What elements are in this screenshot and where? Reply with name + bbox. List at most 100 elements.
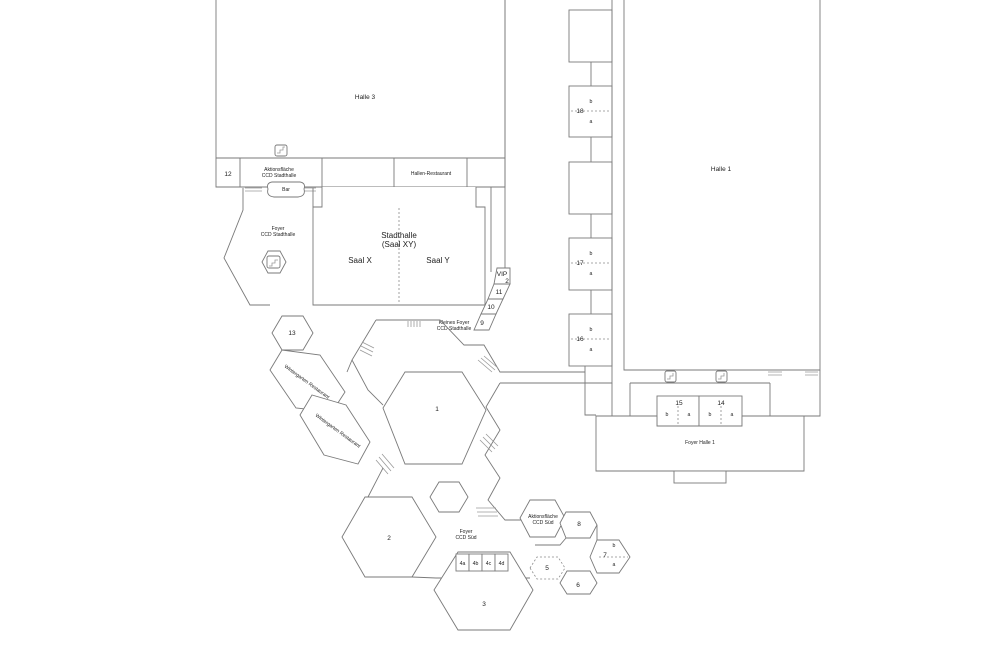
kleines-foyer-sublabel: CCD Stadthalle	[437, 326, 472, 332]
hallen-restaurant[interactable]: Hallen-Restaurant	[411, 171, 452, 177]
bar-label: Bar	[282, 187, 290, 193]
room-9-label: 9	[480, 320, 484, 327]
room-4d[interactable]: 4d	[494, 553, 509, 572]
foyer-ccd-sued[interactable]: Foyer CCD Süd	[455, 529, 476, 541]
room-15-b-label: b	[666, 412, 669, 418]
room-19-a-label: a	[590, 44, 593, 50]
room-4b[interactable]: 4b	[468, 553, 483, 572]
foyer-halle-1-label: Foyer Halle 1	[685, 440, 715, 446]
room-13[interactable]: 13	[271, 315, 314, 351]
bar[interactable]: Bar	[267, 181, 305, 198]
room-15-label: 15	[675, 400, 683, 407]
room-17-b-label: b	[590, 251, 593, 257]
room-15[interactable]: 15 b a	[656, 395, 700, 427]
room-4a[interactable]: 4a	[455, 553, 470, 572]
foyer-halle-1[interactable]: Foyer Halle 1	[595, 415, 805, 472]
room-8[interactable]: 8	[559, 511, 598, 539]
room-14-label: 14	[717, 400, 725, 407]
room-4a-label: 4a	[460, 561, 466, 567]
room-18[interactable]: b 18 a	[568, 85, 613, 138]
room-18-a-label: a	[590, 119, 593, 125]
room-1-label: 1	[435, 406, 439, 413]
room-6-label: 6	[576, 582, 580, 589]
room-11-label: 11	[496, 289, 503, 296]
halle-3-label: Halle 3	[355, 94, 376, 101]
foyer-halle-1-entrance[interactable]	[673, 470, 727, 484]
room-13-label: 13	[288, 330, 296, 337]
room-8-label: 8	[577, 521, 581, 528]
saal-xy-label: (Saal XY)	[382, 240, 417, 249]
room-18-b-label: b	[590, 99, 593, 105]
room-10-label: 10	[487, 304, 495, 311]
vip-label: VIP	[497, 271, 507, 278]
room-17-label: 17	[576, 260, 584, 267]
escalator-icon	[261, 250, 287, 274]
room-19[interactable]: b 19 a	[568, 9, 613, 63]
vip-room[interactable]: VIP 2	[493, 267, 511, 285]
vip-2-label: 2	[505, 278, 509, 285]
foyer-sued-sublabel: CCD Süd	[455, 535, 476, 541]
column-hex	[429, 481, 469, 513]
room-16-a-label: a	[590, 347, 593, 353]
room-2[interactable]: 2	[341, 496, 437, 578]
room-16[interactable]: b 16 a	[568, 313, 613, 367]
room-6[interactable]: 6	[559, 570, 598, 595]
aktionsflaeche-sued-label: Aktionsfläche	[528, 514, 558, 520]
room-2-label: 2	[387, 535, 391, 542]
room-4c-label: 4c	[486, 561, 492, 567]
aktionsflaeche-stadthalle-sublabel: CCD Stadthalle	[262, 173, 297, 179]
room-5[interactable]: 5	[529, 556, 566, 580]
room-4d-label: 4d	[499, 561, 505, 567]
room-11[interactable]: 11	[487, 283, 511, 300]
wintergarten-restaurant-2[interactable]: Wintergarten Restaurant	[299, 394, 371, 465]
foyer-ccd-stadthalle[interactable]: Foyer CCD Stadthalle	[223, 188, 314, 306]
saal-x-label: Saal X	[348, 256, 372, 265]
room-16-b-label: b	[590, 327, 593, 333]
room-12-label: 12	[224, 171, 232, 178]
room-5-label: 5	[545, 565, 549, 572]
room-4c[interactable]: 4c	[481, 553, 496, 572]
wintergarten-restaurant-1[interactable]: Wintergarten Restaurant	[269, 349, 346, 413]
room-14-a-label: a	[731, 412, 734, 418]
stairs-icon	[715, 370, 728, 383]
kleines-foyer-label: Kleines Foyer	[439, 320, 470, 326]
corridor-room[interactable]	[568, 161, 613, 215]
halle-1[interactable]: Halle 1	[623, 0, 821, 371]
foyer-sued-label: Foyer	[460, 529, 473, 535]
room-14-b-label: b	[709, 412, 712, 418]
room-9[interactable]: 9	[473, 313, 497, 331]
halle-3[interactable]: Halle 3	[215, 0, 506, 159]
room-19-label: 19	[576, 33, 584, 40]
aktionsflaeche-ccd-stadthalle[interactable]: Aktionsfläche CCD Stadthalle	[262, 167, 297, 179]
room-19-b-label: b	[590, 22, 593, 28]
room-7-a-label: a	[613, 562, 616, 568]
stairs-icon	[274, 144, 288, 157]
room-3-label: 3	[482, 601, 486, 608]
room-17[interactable]: b 17 a	[568, 237, 613, 291]
aktionsflaeche-stadthalle-label: Aktionsfläche	[264, 167, 294, 173]
room-7-label: 7	[603, 552, 607, 559]
aktionsflaeche-ccd-sued[interactable]: Aktionsfläche CCD Süd	[519, 499, 566, 538]
room-3[interactable]: 3	[433, 551, 534, 631]
kleines-foyer-ccd-stadthalle[interactable]: Kleines Foyer CCD Stadthalle	[437, 320, 472, 332]
room-7-b-label: b	[613, 543, 616, 549]
room-15-a-label: a	[688, 412, 691, 418]
hallen-restaurant-label: Hallen-Restaurant	[411, 171, 452, 177]
halle-1-label: Halle 1	[711, 166, 732, 173]
room-16-label: 16	[576, 336, 584, 343]
room-18-label: 18	[576, 108, 584, 115]
room-14[interactable]: 14 b a	[698, 395, 743, 427]
foyer-stadthalle-sublabel: CCD Stadthalle	[261, 232, 296, 238]
aktionsflaeche-sued-sublabel: CCD Süd	[532, 520, 553, 526]
room-17-a-label: a	[590, 271, 593, 277]
room-4b-label: 4b	[473, 561, 479, 567]
room-7[interactable]: b 7 a	[589, 539, 631, 574]
stadthalle-label: Stadthalle	[381, 231, 417, 240]
stadthalle-saal-xy[interactable]: Stadthalle (Saal XY) Saal X Saal Y	[312, 187, 486, 306]
room-1[interactable]: 1	[382, 371, 487, 465]
stairs-icon	[664, 370, 677, 383]
room-12[interactable]: 12	[224, 171, 232, 178]
saal-y-label: Saal Y	[426, 256, 450, 265]
foyer-stadthalle-label: Foyer	[272, 226, 285, 232]
